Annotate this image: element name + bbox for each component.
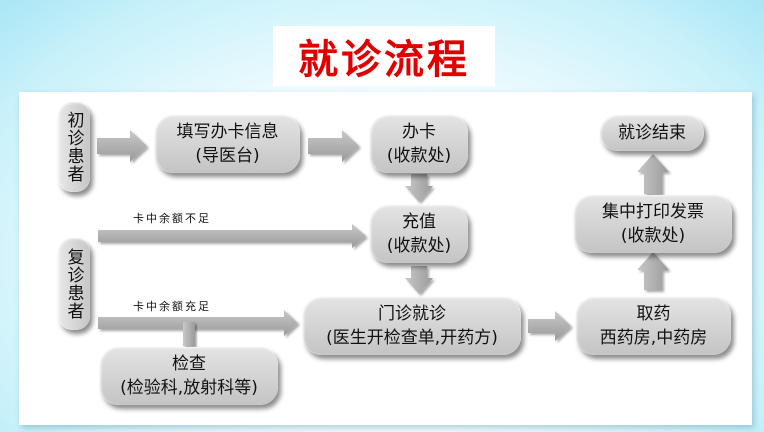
node-examination: 检查 (检验科,放射科等): [100, 347, 278, 405]
node-fill-info: 填写办卡信息 (导医台): [155, 115, 300, 173]
node-examination-line1: 检查: [172, 354, 206, 374]
label-first-visit: 初诊患者: [58, 102, 90, 192]
node-get-medicine-line1: 取药: [636, 304, 671, 324]
arrow-outpatient-to-medicine: [528, 311, 571, 341]
arrow-fillinfo-to-getcard: [308, 130, 359, 162]
label-return-visit: 复诊患者: [58, 238, 90, 330]
node-fill-info-line1: 填写办卡信息: [176, 122, 279, 142]
node-outpatient-line2: (医生开检查单,开药方): [326, 328, 498, 348]
arrow-getcard-to-recharge: [405, 174, 433, 202]
arrow-invoice-to-end: [637, 154, 669, 194]
arrow-firstvisit-to-fillinfo: [97, 130, 147, 162]
node-get-medicine: 取药 西药房,中药房: [576, 297, 731, 355]
node-recharge-line2: (收款处): [386, 236, 452, 256]
node-get-medicine-line2: 西药房,中药房: [599, 328, 708, 348]
node-end-line1: 就诊结束: [618, 123, 686, 143]
node-fill-info-line2: (导医台): [195, 146, 260, 166]
arrow-return-to-outpatient: [98, 310, 298, 336]
label-first-visit-text: 初诊患者: [63, 111, 84, 183]
node-recharge: 充值 (收款处): [370, 205, 468, 263]
arrow-exam-connector: [183, 322, 195, 346]
node-outpatient: 门诊就诊 (医生开检查单,开药方): [303, 297, 521, 355]
arrow-recharge-to-outpatient: [405, 266, 433, 294]
node-examination-line2: (检验科,放射科等): [120, 378, 258, 398]
arrow-medicine-to-invoice: [637, 252, 669, 290]
node-print-invoice-line1: 集中打印发票: [602, 202, 704, 222]
note-balance-sufficient: 卡中余额充足: [133, 300, 211, 313]
label-return-visit-text: 复诊患者: [63, 248, 84, 320]
node-get-card: 办卡 (收款处): [370, 115, 468, 173]
node-recharge-line1: 充值: [402, 212, 436, 232]
arrow-return-to-recharge: [98, 224, 366, 248]
node-end: 就诊结束: [600, 115, 704, 151]
node-get-card-line2: (收款处): [386, 146, 452, 166]
node-print-invoice: 集中打印发票 (收款处): [574, 195, 732, 253]
title-box: 就诊流程: [273, 26, 495, 86]
node-print-invoice-line2: (收款处): [620, 226, 686, 246]
page-title: 就诊流程: [298, 37, 470, 83]
note-balance-insufficient: 卡中余额不足: [133, 212, 211, 225]
node-outpatient-line1: 门诊就诊: [378, 304, 446, 324]
node-get-card-line1: 办卡: [402, 122, 436, 142]
